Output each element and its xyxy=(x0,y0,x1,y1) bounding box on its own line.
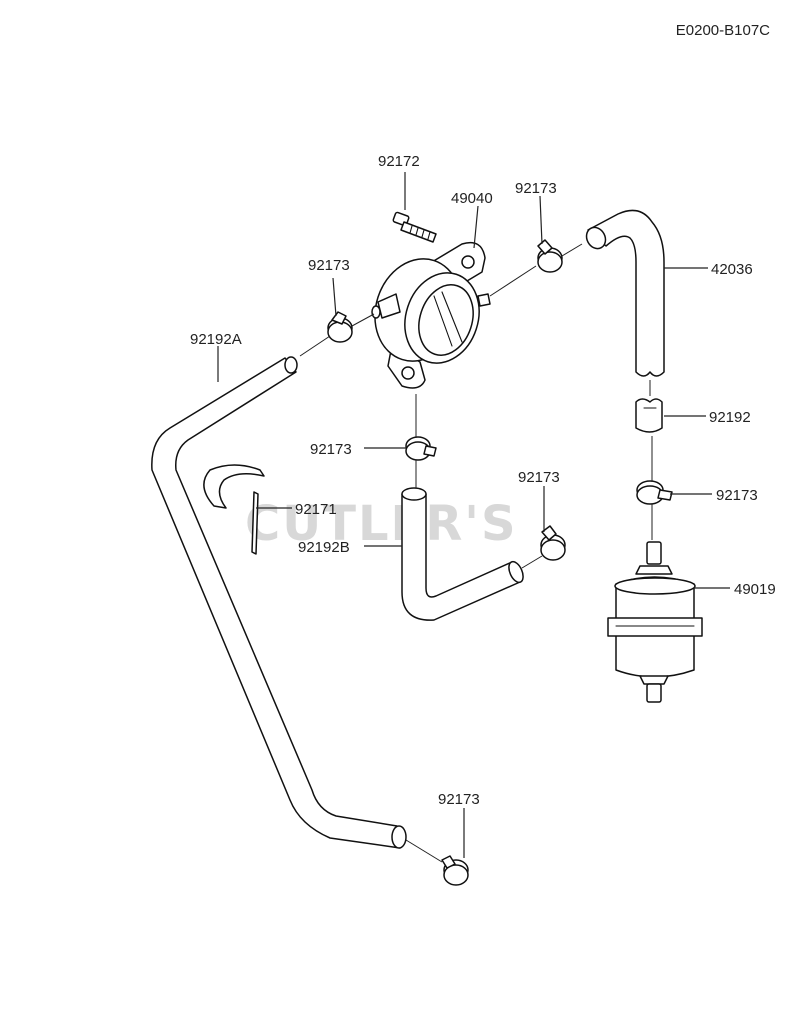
label-fuel-filter: 49019 xyxy=(734,581,776,598)
label-fuel-pump: 49040 xyxy=(451,190,493,207)
fuel-hose-right xyxy=(585,209,665,377)
label-clamp-top-right: 92173 xyxy=(515,180,557,197)
label-hose-right: 42036 xyxy=(711,261,753,278)
diagram-reference-code: E0200-B107C xyxy=(675,22,770,39)
fuel-pump-part xyxy=(371,241,491,389)
assembly-lines xyxy=(299,243,653,863)
label-clamp-center-right: 92173 xyxy=(518,469,560,486)
label-clamp-bottom: 92173 xyxy=(438,791,480,808)
fuel-filter-part xyxy=(607,541,703,703)
screw-part xyxy=(392,211,437,243)
label-clamp-top-left: 92173 xyxy=(308,257,350,274)
label-hose-joint: 92192 xyxy=(709,409,751,426)
fuel-hose-elbow xyxy=(401,487,524,621)
label-clip: 92171 xyxy=(295,501,337,518)
hose-clamp-top-left xyxy=(327,311,353,343)
label-clamp-middle: 92173 xyxy=(310,441,352,458)
hose-clamp-middle xyxy=(405,436,437,461)
label-hose-long-left: 92192A xyxy=(190,331,242,348)
label-hose-elbow: 92192B xyxy=(298,539,350,556)
hose-joint-part xyxy=(635,398,663,433)
hose-clamp-right-lower xyxy=(636,480,673,505)
label-clamp-right-lower: 92173 xyxy=(716,487,758,504)
hose-clamp-center-right xyxy=(540,525,566,561)
hose-clamp-top-right xyxy=(537,239,563,273)
hose-clamp-bottom xyxy=(441,855,469,886)
label-screw: 92172 xyxy=(378,153,420,170)
clip-part xyxy=(203,464,265,555)
long-fuel-hose xyxy=(151,356,407,849)
watermark-text: CUTLER'S xyxy=(245,496,518,552)
leader-lines xyxy=(217,172,730,858)
